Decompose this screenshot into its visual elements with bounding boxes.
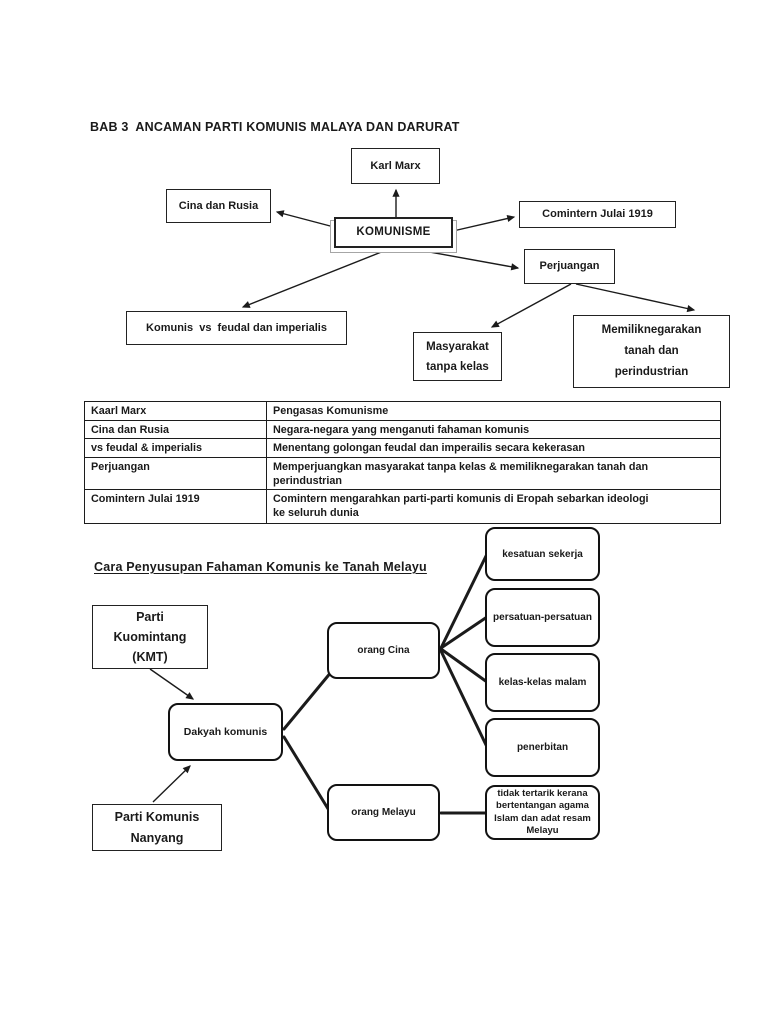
term-cell: Kaarl Marx — [84, 401, 267, 421]
term-cell: vs feudal & imperialis — [84, 438, 267, 458]
line-dakyah-to-orang-melayu — [282, 735, 332, 814]
term-cell: Cina dan Rusia — [84, 420, 267, 439]
table-row: Cina dan Rusia Negara-negara yang mengan… — [84, 420, 721, 439]
table-row: Perjuangan Memperjuangkan masyarakat tan… — [84, 457, 721, 490]
node-perjuangan: Perjuangan — [524, 249, 615, 284]
node-komunis-vs-feudal: Komunis vs feudal dan imperialis — [126, 311, 347, 345]
table-row: vs feudal & imperialis Menentang golonga… — [84, 438, 721, 458]
node-cina-dan-rusia: Cina dan Rusia — [166, 189, 271, 223]
node-karl-marx: Karl Marx — [351, 148, 440, 184]
term-cell: Perjuangan — [84, 457, 267, 490]
definition-cell: Negara-negara yang menganuti fahaman kom… — [266, 420, 721, 439]
line-orang-cina-to-penerbitan — [439, 649, 489, 749]
arrow-komunisme-to-cina-rusia — [275, 210, 335, 228]
node-parti-kuomintang: Parti Kuomintang (KMT) — [92, 605, 208, 669]
line-orang-cina-to-kesatuan — [439, 552, 489, 650]
arrow-perjuangan-to-memilik — [575, 283, 696, 313]
definition-cell: Comintern mengarahkan parti-parti komuni… — [266, 489, 721, 524]
line-orang-cina-to-kelas-malam — [439, 647, 489, 684]
node-parti-komunis-nanyang: Parti Komunis Nanyang — [92, 804, 222, 851]
page-title: BAB 3 ANCAMAN PARTI KOMUNIS MALAYA DAN D… — [90, 120, 460, 134]
definitions-table: Kaarl Marx Pengasas Komunisme Cina dan R… — [84, 401, 721, 524]
definition-cell: Pengasas Komunisme — [266, 401, 721, 421]
arrow-komunisme-to-komunis-vs — [241, 248, 390, 308]
node-orang-cina: orang Cina — [327, 622, 440, 679]
node-penerbitan: penerbitan — [485, 718, 600, 777]
arrow-kmt-to-dakyah — [149, 668, 195, 700]
arrow-komunisme-to-comintern — [452, 215, 516, 232]
definition-cell: Menentang golongan feudal dan imperailis… — [266, 438, 721, 458]
node-orang-melayu: orang Melayu — [327, 784, 440, 841]
node-memiliknegarakan: Memiliknegarakan tanah dan perindustrian — [573, 315, 730, 388]
node-melayu-tidak-tertarik: tidak tertarik kerana bertentangan agama… — [485, 785, 600, 840]
arrow-perjuangan-to-masyarakat — [490, 283, 572, 328]
table-row: Kaarl Marx Pengasas Komunisme — [84, 401, 721, 421]
section-heading: Cara Penyusupan Fahaman Komunis ke Tanah… — [94, 560, 427, 574]
node-persatuan-persatuan: persatuan-persatuan — [485, 588, 600, 647]
line-dakyah-to-orang-cina — [282, 669, 334, 731]
line-orang-cina-to-persatuan — [439, 615, 489, 650]
node-masyarakat-tanpa-kelas: Masyarakat tanpa kelas — [413, 332, 502, 381]
node-kesatuan-sekerja: kesatuan sekerja — [485, 527, 600, 581]
term-cell: Comintern Julai 1919 — [84, 489, 267, 524]
table-row: Comintern Julai 1919 Comintern mengarahk… — [84, 489, 721, 524]
node-comintern: Comintern Julai 1919 — [519, 201, 676, 228]
arrow-nanyang-to-dakyah — [152, 765, 191, 803]
node-kelas-kelas-malam: kelas-kelas malam — [485, 653, 600, 712]
node-komunisme: KOMUNISME — [334, 217, 453, 248]
definition-cell: Memperjuangkan masyarakat tanpa kelas & … — [266, 457, 721, 490]
node-dakyah-komunis: Dakyah komunis — [168, 703, 283, 761]
